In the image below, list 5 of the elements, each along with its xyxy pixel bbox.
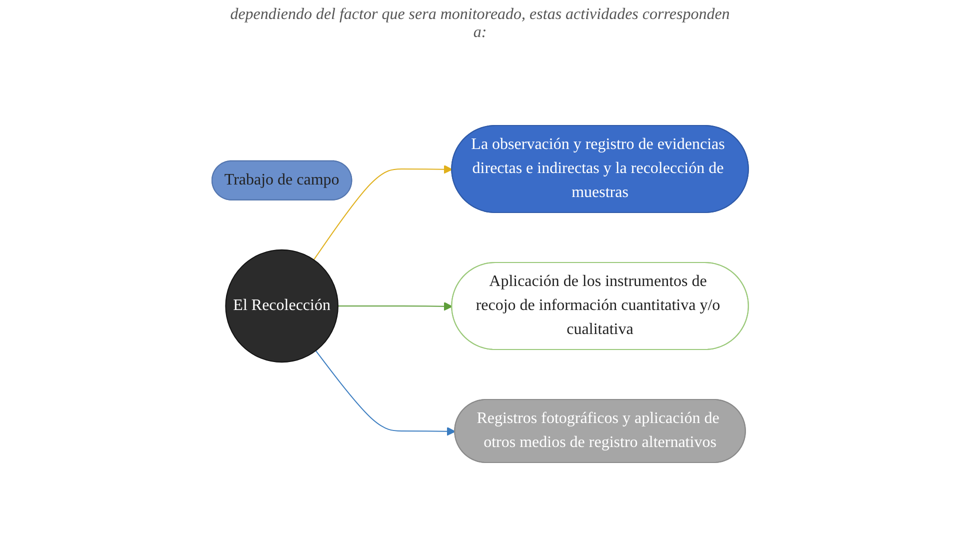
node-circle: El Recolección	[225, 249, 338, 363]
arrow	[315, 350, 456, 436]
arrow	[313, 164, 452, 260]
note-text: dependiendo del factor que sera monitoreado, estas actividades corresponden a:	[230, 6, 730, 42]
arrow	[337, 302, 452, 311]
